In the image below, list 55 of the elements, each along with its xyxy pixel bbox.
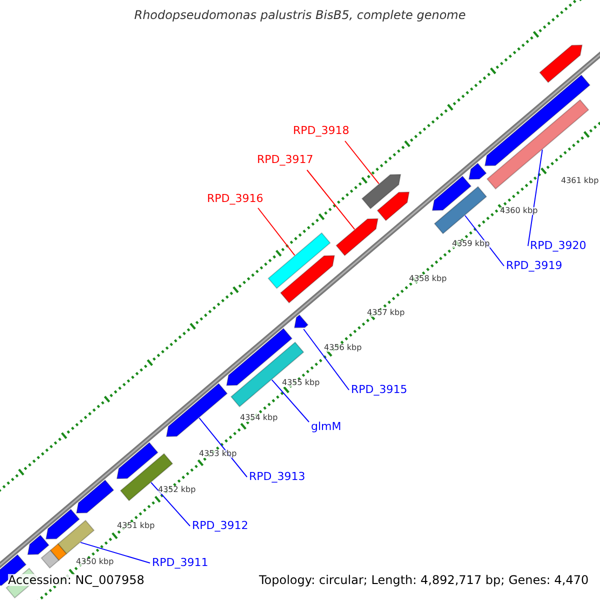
leader-line xyxy=(306,170,356,230)
gene-feature xyxy=(468,162,487,180)
title: Rhodopseudomonas palustris BisB5, complete genome xyxy=(133,9,467,21)
leader-line xyxy=(198,417,248,478)
gene-label: RPD_3919 xyxy=(506,260,562,271)
leader-line xyxy=(80,542,150,564)
leader-line xyxy=(464,215,504,266)
leader-line xyxy=(150,482,190,526)
gene-feature xyxy=(432,176,472,211)
scale-label: 4350 kbp xyxy=(76,558,114,566)
scale-label: 4356 kbp xyxy=(324,344,362,352)
scale-label: 4357 kbp xyxy=(367,309,405,317)
gene-feature xyxy=(76,479,114,514)
gene-feature xyxy=(57,520,95,554)
gene-feature xyxy=(376,192,410,222)
gene-label: RPD_3918 xyxy=(293,125,350,136)
scale-label: 4354 kbp xyxy=(240,414,278,422)
gene-label: RPD_3911 xyxy=(152,557,208,568)
gene-feature xyxy=(294,314,309,328)
scale-label: 4351 kbp xyxy=(117,522,155,530)
gene-feature xyxy=(166,382,228,438)
gene-feature xyxy=(27,534,50,555)
leader-line xyxy=(303,328,350,390)
gene-label: RPD_3916 xyxy=(207,193,264,204)
gene-feature xyxy=(40,550,60,569)
gene-label: RPD_3913 xyxy=(249,471,306,482)
gene-feature xyxy=(46,508,80,540)
gene-label: RPD_3917 xyxy=(257,154,314,165)
leader-line xyxy=(528,149,543,246)
gene-feature xyxy=(280,255,335,304)
gene-label: RPD_3915 xyxy=(351,384,408,395)
gene-feature xyxy=(361,174,402,210)
scale-label: 4352 kbp xyxy=(158,486,196,494)
gene-feature xyxy=(336,218,378,256)
scale-label: 4358 kbp xyxy=(409,275,447,283)
gene-label: RPD_3920 xyxy=(530,240,586,251)
gene-feature xyxy=(484,74,591,166)
leader-line xyxy=(258,208,296,256)
gene-feature xyxy=(116,442,158,480)
scale-label: 4361 kbp xyxy=(561,177,599,185)
gene-label: RPD_3912 xyxy=(192,520,248,531)
scale-label: 4355 kbp xyxy=(282,379,320,387)
leader-line xyxy=(271,379,310,422)
gene-feature xyxy=(268,232,331,289)
leader-line xyxy=(344,140,380,184)
gene-feature xyxy=(50,543,68,561)
scale-label: 4360 kbp xyxy=(500,207,538,215)
footer-text: Topology: circular; Length: 4,892,717 bp; Genes: 4,470 xyxy=(259,574,589,586)
footer-text: Accession: NC_007958 xyxy=(8,574,144,586)
gene-feature xyxy=(434,186,488,234)
scale-label: 4353 kbp xyxy=(199,450,237,458)
gene-label: glmM xyxy=(311,421,342,432)
scale-label: 4359 kbp xyxy=(452,240,490,248)
gene-feature xyxy=(230,342,304,408)
gene-feature xyxy=(539,44,583,84)
